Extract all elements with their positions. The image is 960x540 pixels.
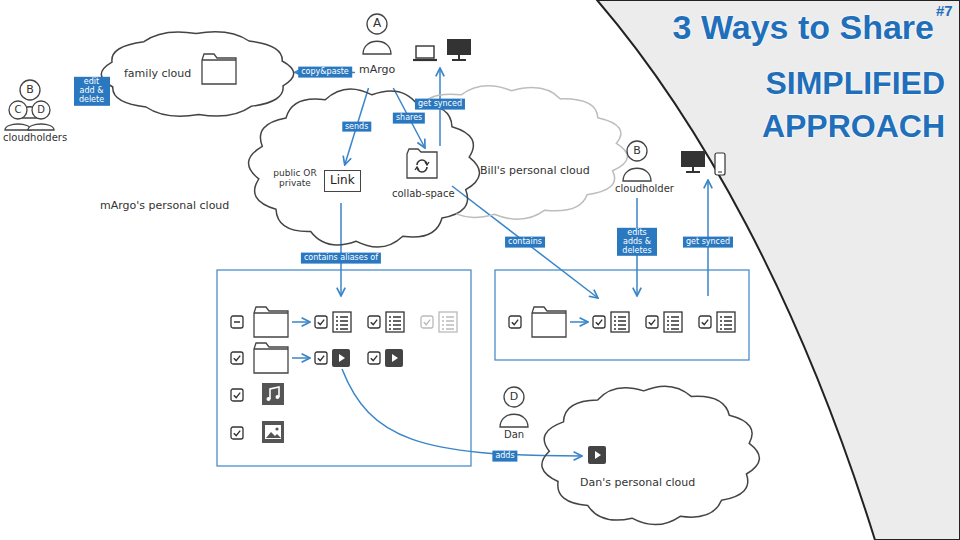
folder-arrow	[570, 321, 588, 323]
checkbox	[646, 316, 658, 328]
collab-space: collab-space	[392, 148, 458, 204]
person-head	[20, 80, 40, 100]
cloudholder-group: BC Dcloudholders	[3, 78, 83, 146]
person-head	[32, 101, 50, 119]
person-body	[500, 414, 528, 427]
checkbox	[509, 316, 521, 328]
person-letter: D	[510, 391, 518, 404]
person-letter: B	[26, 84, 34, 97]
checkbox	[368, 352, 380, 364]
person-letter: D	[37, 104, 45, 116]
arrow-label: get synced	[683, 237, 733, 248]
person-body	[28, 124, 54, 130]
document-icon	[611, 312, 629, 332]
document-icon	[664, 312, 682, 332]
edge-label: sends	[342, 121, 371, 132]
checkbox	[231, 427, 243, 439]
node-label: mArgo	[359, 64, 395, 77]
arrow-label: adds	[492, 451, 517, 462]
cloud-outline	[249, 89, 480, 247]
document-icon	[439, 312, 457, 332]
folder-icon	[254, 343, 288, 373]
node-label: Dan's personal cloud	[580, 477, 695, 490]
cloud-outline	[379, 86, 628, 219]
monitor-icon	[447, 39, 471, 60]
checkbox	[231, 352, 243, 364]
checkbox	[593, 316, 605, 328]
arrow-label: contains aliases of	[301, 253, 381, 264]
node-label: family cloud	[124, 68, 191, 81]
node-label: mArgo's personal cloud	[100, 200, 229, 213]
laptop-icon	[413, 46, 437, 60]
checkbox	[231, 316, 243, 328]
person-head	[504, 387, 524, 407]
edge-label: edit add & delete	[74, 77, 110, 105]
slide-number: #7	[936, 2, 953, 19]
link-label: Link	[324, 170, 361, 192]
contains-arrow	[340, 203, 342, 296]
folder-icon	[407, 149, 437, 178]
person-body	[5, 124, 31, 130]
alias-panel	[217, 270, 471, 466]
slide-title: 3 Ways to Share	[673, 8, 934, 47]
cloud-outline	[542, 386, 760, 524]
link-box: public OR private Link	[272, 165, 364, 201]
node-label: collab-space	[392, 188, 455, 200]
checkbox	[699, 316, 711, 328]
checkbox	[421, 316, 433, 328]
edge-label: copy&paste	[298, 67, 352, 78]
document-icon	[717, 312, 735, 332]
document-icon	[333, 312, 351, 332]
person-body	[363, 41, 391, 54]
person-body	[623, 168, 651, 181]
checkbox	[231, 389, 243, 401]
folder-arrow	[292, 357, 310, 359]
image-icon	[262, 421, 284, 443]
checkbox	[368, 316, 380, 328]
subtitle: SIMPLIFIED APPROACH	[705, 62, 945, 148]
adds-arrow	[342, 369, 582, 456]
personal-cloud: Dan's personal cloud	[540, 385, 760, 525]
node-label: cloudholder	[615, 183, 674, 195]
family-cloud: family cloud	[100, 30, 295, 118]
monitor-icon	[681, 151, 705, 172]
node-outline	[540, 385, 760, 525]
checkbox	[315, 352, 327, 364]
arrow-label: get synced	[415, 99, 465, 110]
node-label: public OR private	[272, 168, 318, 189]
person-letter: C	[15, 104, 22, 116]
arrow-label: contains	[505, 237, 545, 248]
collab-panel	[495, 270, 749, 360]
arrow-label: edits adds & deletes	[617, 228, 657, 256]
folder-icon	[532, 307, 566, 337]
checkbox	[315, 316, 327, 328]
folder-icon	[254, 307, 288, 337]
node-label: Dan	[504, 429, 524, 441]
person: AmArgo	[355, 10, 400, 88]
node-label: cloudholders	[3, 132, 67, 144]
cloud-outline	[101, 32, 293, 116]
contains-arrow	[452, 186, 598, 298]
person-head	[367, 14, 387, 34]
phone-icon	[715, 153, 725, 175]
music-icon	[262, 383, 284, 405]
video-icon	[588, 446, 606, 464]
person: Bcloudholder	[615, 138, 677, 197]
document-icon	[386, 312, 404, 332]
folder-arrow	[292, 321, 310, 323]
person-head	[9, 101, 27, 119]
video-icon	[385, 349, 403, 367]
person-letter: A	[373, 17, 381, 31]
folder-icon	[202, 54, 236, 84]
node-label: Bill's personal cloud	[480, 165, 590, 178]
person-head	[627, 141, 647, 161]
person-letter: B	[633, 145, 641, 158]
video-icon	[332, 349, 350, 367]
person: D Dan	[497, 385, 533, 443]
edge-label: shares	[393, 113, 425, 124]
sync-symbol	[415, 162, 429, 170]
